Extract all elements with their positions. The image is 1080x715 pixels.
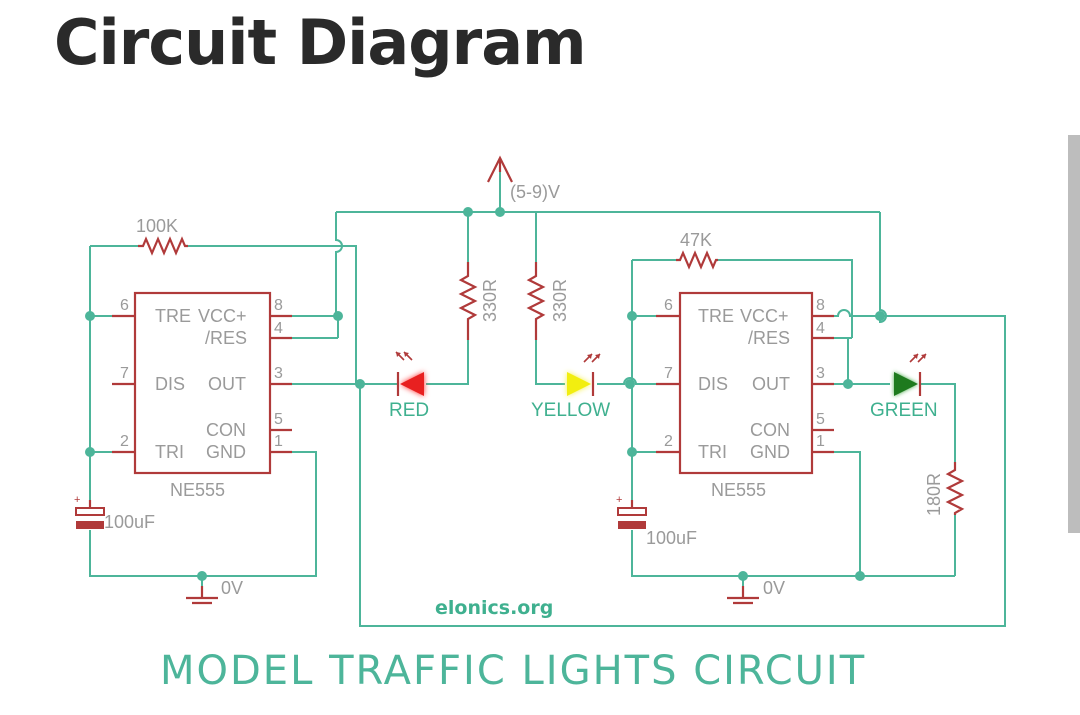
capacitor-left-label: 100uF [104, 512, 155, 532]
pin-number: 3 [816, 365, 825, 382]
pin-number: 1 [274, 433, 283, 450]
pin-number: 7 [120, 365, 129, 382]
led-yellow-label: YELLOW [531, 400, 610, 421]
junction-dot [855, 571, 865, 581]
ground-right [727, 586, 759, 605]
diagram-caption: MODEL TRAFFIC LIGHTS CIRCUIT [160, 648, 866, 694]
junction-dot [463, 207, 473, 217]
ic-left: TRE VCC+ /RES DIS OUT CON TRI GND 6 7 2 … [112, 291, 292, 475]
pin-name-con: CON [750, 420, 790, 440]
ic-right-name: NE555 [711, 480, 766, 500]
led-red-label: RED [389, 400, 429, 421]
resistor-330r-right [526, 262, 546, 340]
junction-dot [333, 311, 343, 321]
pin-number: 5 [816, 411, 825, 428]
pin-name-out: OUT [752, 374, 790, 394]
capacitor-right: + [616, 494, 647, 529]
supply-arrow [487, 155, 513, 183]
pin-name-tre: TRE [155, 306, 191, 326]
junction-dot [627, 447, 637, 457]
junction-dot [85, 311, 95, 321]
capacitor-right-label: 100uF [646, 528, 697, 548]
pin-number: 8 [274, 297, 283, 314]
ground-left-label: 0V [221, 578, 243, 598]
pin-name-gnd: GND [750, 442, 790, 462]
pin-number: 3 [274, 365, 283, 382]
svg-text:+: + [74, 494, 80, 506]
resistor-100k [138, 236, 188, 256]
junction-dot [738, 571, 748, 581]
pin-name-dis: DIS [155, 374, 185, 394]
pin-number: 4 [274, 320, 283, 337]
pin-number: 7 [664, 365, 673, 382]
pin-number: 1 [816, 433, 825, 450]
resistor-330r-right-label: 330R [550, 279, 570, 322]
junctions [85, 207, 885, 581]
pin-number: 6 [120, 297, 129, 314]
pin-name-res: /RES [748, 328, 790, 348]
ic-right: TRE VCC+ /RES DIS OUT CON TRI GND 6 7 2 … [656, 291, 834, 475]
pin-name-vcc: VCC+ [740, 306, 789, 326]
junction-dot [843, 379, 853, 389]
ground-left [186, 586, 218, 605]
pin-number: 2 [120, 433, 129, 450]
pin-name-tre: TRE [698, 306, 734, 326]
led-green-label: GREEN [870, 400, 938, 421]
scrollbar[interactable] [1068, 135, 1080, 533]
junction-dot [197, 571, 207, 581]
resistor-100k-label: 100K [136, 216, 178, 236]
led-red [395, 351, 424, 396]
pin-number: 4 [816, 320, 825, 337]
junction-dot [495, 207, 505, 217]
pin-name-tri: TRI [155, 442, 184, 462]
ground-right-label: 0V [763, 578, 785, 598]
pin-name-out: OUT [208, 374, 246, 394]
website-label: elonics.org [435, 597, 553, 619]
junction-dot [627, 311, 637, 321]
pin-name-dis: DIS [698, 374, 728, 394]
resistor-47k [676, 250, 718, 270]
junction-dot [875, 311, 885, 321]
wires [89, 170, 1006, 627]
junction-dot [625, 379, 635, 389]
resistor-180r-label: 180R [924, 473, 944, 516]
pin-name-tri: TRI [698, 442, 727, 462]
junction-dot [355, 379, 365, 389]
supply-voltage-label: (5-9)V [510, 182, 560, 202]
pin-number: 8 [816, 297, 825, 314]
pin-name-con: CON [206, 420, 246, 440]
svg-text:+: + [616, 494, 622, 506]
ic-left-name: NE555 [170, 480, 225, 500]
resistor-180r [945, 462, 965, 515]
pin-name-vcc: VCC+ [198, 306, 247, 326]
pin-number: 5 [274, 411, 283, 428]
capacitor-left: + [74, 494, 105, 529]
resistor-330r-left [458, 262, 478, 340]
pin-number: 6 [664, 297, 673, 314]
page-title: Circuit Diagram [54, 6, 587, 79]
led-green [894, 353, 927, 396]
pin-name-gnd: GND [206, 442, 246, 462]
junction-dot [85, 447, 95, 457]
pin-name-res: /RES [205, 328, 247, 348]
pin-number: 2 [664, 433, 673, 450]
resistor-330r-left-label: 330R [480, 279, 500, 322]
resistor-47k-label: 47K [680, 230, 712, 250]
led-yellow [567, 353, 601, 396]
